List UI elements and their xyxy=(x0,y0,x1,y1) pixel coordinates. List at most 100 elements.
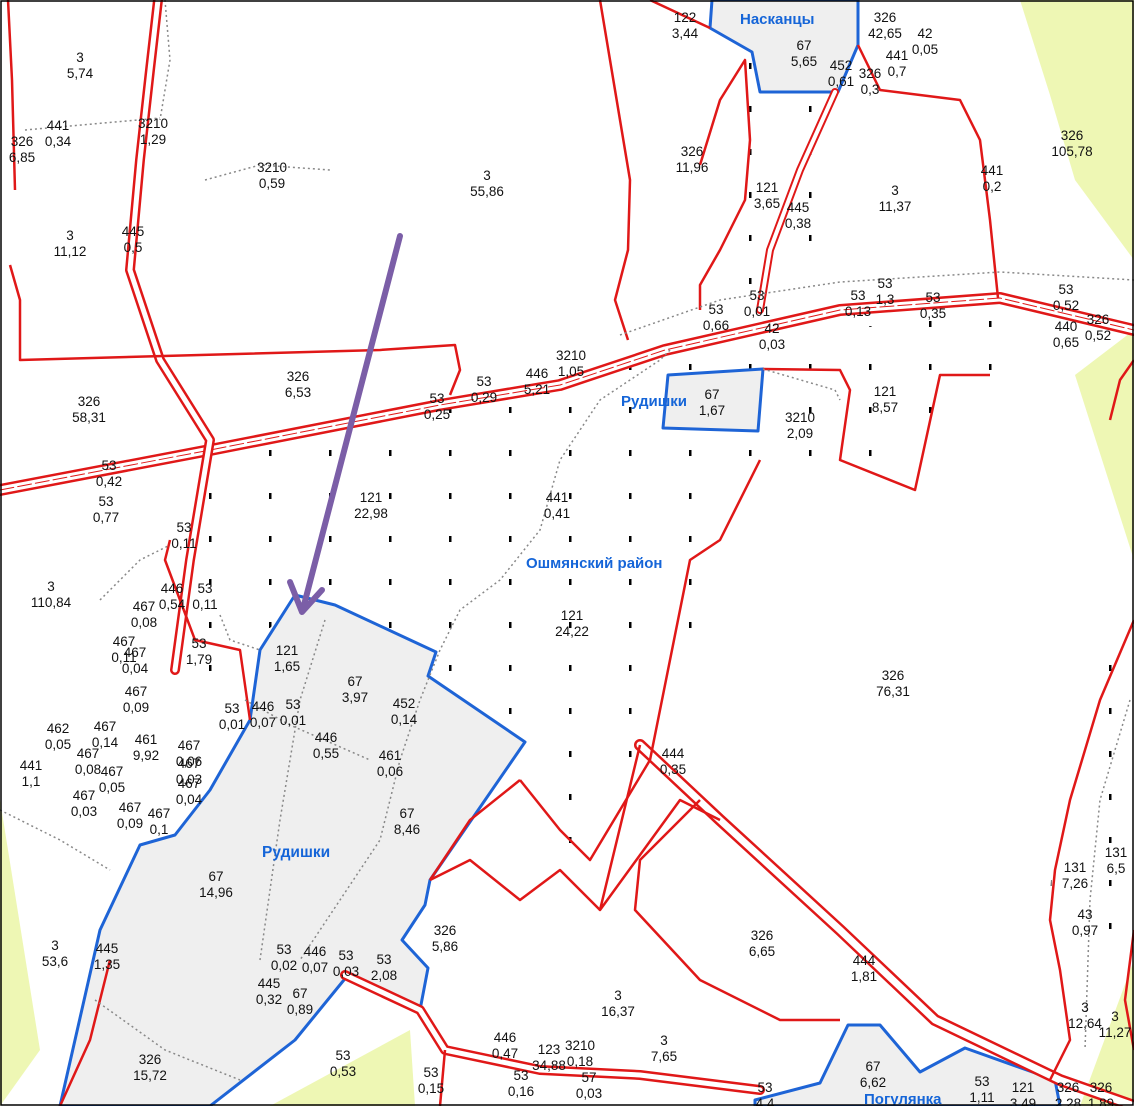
parcel-code: 131 xyxy=(1105,845,1128,860)
parcel-area: 5,74 xyxy=(67,66,94,81)
parcel-code: 3210 xyxy=(565,1038,595,1053)
parcel-code: 441 xyxy=(47,118,70,133)
parcel-code: 67 xyxy=(399,806,414,821)
parcel-code: 121 xyxy=(276,643,299,658)
parcel-code: 53 xyxy=(224,701,239,716)
place-label-pogulyanka: Погулянка xyxy=(864,1091,942,1106)
dotted-boundaries xyxy=(0,0,1134,1081)
parcel-code: 43 xyxy=(1077,907,1092,922)
parcel-code: 3210 xyxy=(257,160,287,175)
parcel-area: 0,14 xyxy=(391,712,418,727)
parcel-code: 326 xyxy=(139,1052,162,1067)
parcel-area: 0,08 xyxy=(131,615,157,630)
parcel-area: 6,65 xyxy=(749,944,775,959)
parcel-area: 2,28 xyxy=(1055,1096,1081,1106)
parcel-code: 441 xyxy=(981,163,1004,178)
parcel-boundaries xyxy=(6,0,1134,1106)
place-label-naskantsy: Насканцы xyxy=(740,11,814,28)
parcel-area: 0,01 xyxy=(744,304,770,319)
parcel-area: 0,77 xyxy=(93,510,119,525)
parcel-area: 0,03 xyxy=(576,1086,602,1101)
parcel-area: 1,05 xyxy=(558,364,584,379)
parcel-area: 11,96 xyxy=(676,160,709,175)
parcel-code: 53 xyxy=(429,391,444,406)
parcel-area: 0,1 xyxy=(150,822,169,837)
parcel-code: 3 xyxy=(66,228,74,243)
parcel-code: 445 xyxy=(122,224,145,239)
parcel-area: 0,65 xyxy=(1053,335,1079,350)
parcel-code: 53 xyxy=(338,948,353,963)
parcel-area: 0,15 xyxy=(418,1081,444,1096)
parcel-code: 121 xyxy=(874,384,897,399)
parcel-area: 11,27 xyxy=(1099,1025,1132,1040)
parcel-code: 462 xyxy=(47,721,70,736)
parcel-code: 444 xyxy=(853,953,876,968)
parcel-area: 42,65 xyxy=(868,26,902,41)
parcel-area: 1,89 xyxy=(1088,1096,1114,1106)
parcel-code: 446 xyxy=(494,1030,517,1045)
parcel-area: 24,22 xyxy=(555,624,589,639)
parcel-code: 467 xyxy=(101,764,124,779)
settlement-rudishki-north xyxy=(661,367,765,433)
parcel-code: 53 xyxy=(708,302,723,317)
parcel-area: 1,79 xyxy=(186,652,212,667)
parcel-code: 121 xyxy=(1012,1080,1035,1095)
parcel-area: 1,11 xyxy=(969,1090,994,1105)
parcel-area: 0,05 xyxy=(99,780,125,795)
parcel-area: 1,29 xyxy=(140,132,166,147)
parcel-code: 326 xyxy=(78,394,101,409)
parcel-code: 452 xyxy=(830,58,853,73)
parcel-area: 0,25 xyxy=(424,407,450,422)
parcel-code: 326 xyxy=(859,66,882,81)
parcel-code: 3210 xyxy=(785,410,815,425)
parcel-code: 121 xyxy=(561,608,584,623)
parcel-code: 3 xyxy=(1111,1009,1119,1024)
parcel-area: 0,06 xyxy=(377,764,403,779)
parcel-area: 1,67 xyxy=(699,403,725,418)
parcel-area: 0,14 xyxy=(92,735,119,750)
parcel-area: 6,5 xyxy=(1107,861,1126,876)
parcel-code: 53 xyxy=(757,1080,772,1095)
parcel-area: 6,62 xyxy=(860,1075,886,1090)
parcel-area: 2,09 xyxy=(787,426,813,441)
parcel-code: 53 xyxy=(850,288,865,303)
parcel-code: 67 xyxy=(704,387,719,402)
